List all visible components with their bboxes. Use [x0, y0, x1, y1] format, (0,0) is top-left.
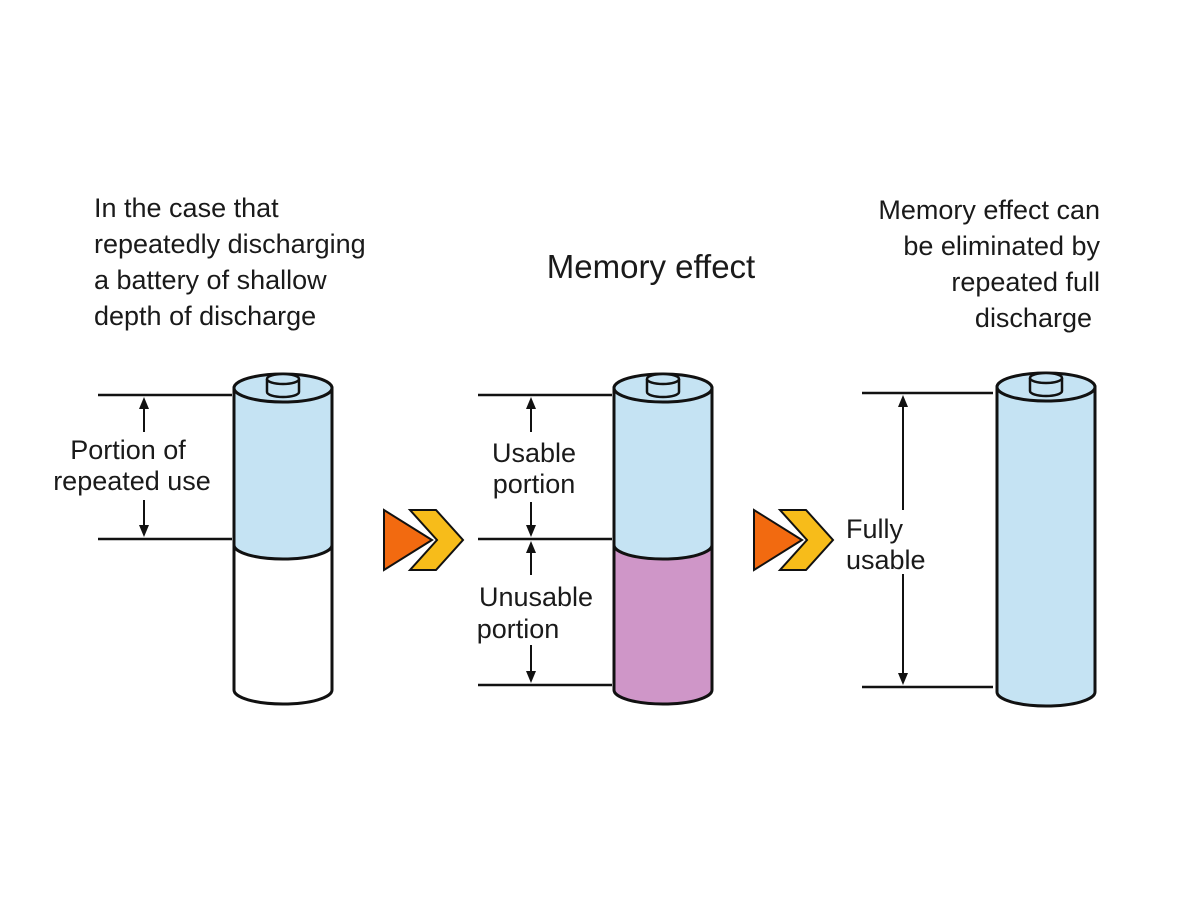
- left-caption-line-4: depth of discharge: [94, 301, 316, 331]
- unusable-label-line-1: Unusable: [479, 582, 593, 612]
- middle-unusable-arrowhead-up: [526, 541, 536, 553]
- double-chevron-arrow-icon: [753, 508, 835, 572]
- middle-battery-usable-segment: [612, 386, 714, 561]
- right-battery-terminal: [1028, 371, 1064, 398]
- left-label-line-1: Portion of: [70, 435, 186, 465]
- middle-dimension: Usable portion Unusable portion: [477, 393, 612, 687]
- left-dimension: Portion of repeated use: [53, 393, 232, 541]
- left-arrowhead-up: [139, 397, 149, 409]
- middle-battery-unusable-segment: [612, 543, 714, 706]
- right-label-line-2: usable: [846, 545, 926, 575]
- right-battery-full-segment: [995, 385, 1097, 708]
- left-arrowhead-down: [139, 525, 149, 537]
- left-battery: [232, 372, 334, 706]
- right-caption: Memory effect can be eliminated by repea…: [878, 195, 1100, 333]
- double-chevron-arrow-icon: [383, 508, 465, 572]
- right-caption-line-3: repeated full: [951, 267, 1100, 297]
- usable-label-line-2: portion: [493, 469, 576, 499]
- left-caption: In the case that repeatedly discharging …: [94, 193, 366, 331]
- right-arrowhead-down: [898, 673, 908, 685]
- middle-battery-terminal: [645, 372, 681, 399]
- middle-title: Memory effect: [547, 248, 755, 285]
- middle-battery: [612, 372, 714, 706]
- left-battery-remaining-segment: [232, 543, 334, 706]
- unusable-label-line-2: portion: [477, 614, 560, 644]
- middle-usable-arrowhead-up: [526, 397, 536, 409]
- usable-label-line-1: Usable: [492, 438, 576, 468]
- right-battery: [995, 371, 1097, 708]
- middle-unusable-arrowhead-down: [526, 671, 536, 683]
- left-label-line-2: repeated use: [53, 466, 211, 496]
- left-caption-line-2: repeatedly discharging: [94, 229, 366, 259]
- right-caption-line-4: discharge: [975, 303, 1092, 333]
- left-battery-terminal: [265, 372, 301, 399]
- left-battery-used-segment: [232, 386, 334, 561]
- right-dimension: Fully usable: [846, 391, 993, 689]
- middle-usable-arrowhead-down: [526, 525, 536, 537]
- left-caption-line-1: In the case that: [94, 193, 279, 223]
- right-caption-line-1: Memory effect can: [878, 195, 1100, 225]
- right-arrowhead-up: [898, 395, 908, 407]
- left-caption-line-3: a battery of shallow: [94, 265, 327, 295]
- right-caption-line-2: be eliminated by: [903, 231, 1100, 261]
- right-label-line-1: Fully: [846, 514, 904, 544]
- right-label-gap: [897, 510, 909, 574]
